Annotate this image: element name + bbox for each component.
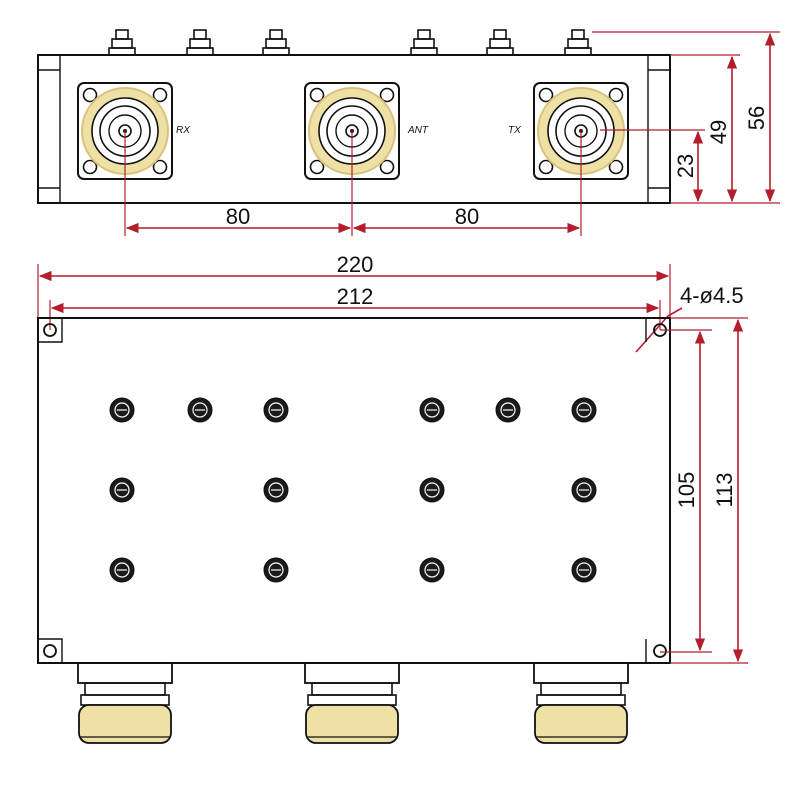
mounting-screw-icon <box>379 87 395 103</box>
port-label-tx: TX <box>508 125 521 136</box>
tuning-screw <box>262 29 290 56</box>
mounting-screw-icon <box>82 87 98 103</box>
dim-overall-length: 220 <box>337 252 374 277</box>
mounting-screw-icon <box>309 159 325 175</box>
mounting-screw-icon <box>152 159 168 175</box>
port-label-ant: ANT <box>407 125 429 136</box>
side-connector <box>533 662 629 744</box>
tuning-screw-icon <box>419 397 445 423</box>
side-connector <box>304 662 400 744</box>
tuning-screw-icon <box>571 397 597 423</box>
side-connector <box>77 662 173 744</box>
dim-body-offset: 49 <box>706 120 731 144</box>
top-view: 220 212 4-ø4.5 105 113 <box>37 252 748 744</box>
dim-total-height: 56 <box>744 106 769 130</box>
tuning-screw <box>564 29 592 56</box>
mounting-screw-icon <box>309 87 325 103</box>
front-connectors <box>77 82 629 180</box>
dim-mounting-holes: 4-ø4.5 <box>680 283 744 308</box>
tuning-screw-icon <box>571 477 597 503</box>
port-label-rx: RX <box>176 125 190 136</box>
dim-connector-height: 23 <box>673 154 698 178</box>
mounting-hole-icon <box>43 323 57 337</box>
tuning-screw-icon <box>495 397 521 423</box>
mounting-screw-icon <box>608 87 624 103</box>
mounting-screw-icon <box>538 87 554 103</box>
mounting-hole-icon <box>43 644 57 658</box>
tuning-screw-icon <box>109 477 135 503</box>
front-view-body <box>37 54 671 204</box>
dim-spacing-left: 80 <box>226 204 250 229</box>
tuning-screw-icon <box>419 477 445 503</box>
dim-spacing-right: 80 <box>455 204 479 229</box>
mounting-screw-icon <box>538 159 554 175</box>
tuning-screw-icon <box>571 557 597 583</box>
mounting-hole-icon <box>653 644 667 658</box>
tuning-screw <box>186 29 214 56</box>
dim-hole-spacing-length: 212 <box>337 284 374 309</box>
front-view: RX ANT TX 80 80 23 49 56 <box>37 29 780 236</box>
tuning-screw-icon <box>187 397 213 423</box>
tuning-screw-icon <box>263 477 289 503</box>
tuning-screw-icon <box>263 397 289 423</box>
tuning-screw-icon <box>263 557 289 583</box>
mounting-screw-icon <box>152 87 168 103</box>
tuning-screw-icon <box>109 397 135 423</box>
mounting-screw-icon <box>379 159 395 175</box>
mounting-screw-icon <box>608 159 624 175</box>
tuning-screw <box>410 29 438 56</box>
dim-hole-spacing-width: 105 <box>674 472 699 509</box>
top-tuning-screws <box>108 29 592 56</box>
tuning-screw <box>108 29 136 56</box>
side-connectors <box>77 662 629 744</box>
top-screw-grid <box>109 397 597 583</box>
tuning-screw-icon <box>109 557 135 583</box>
mounting-screw-icon <box>82 159 98 175</box>
dim-overall-width: 113 <box>712 472 737 507</box>
tuning-screw <box>486 29 514 56</box>
mounting-holes <box>38 318 667 663</box>
tuning-screw-icon <box>419 557 445 583</box>
